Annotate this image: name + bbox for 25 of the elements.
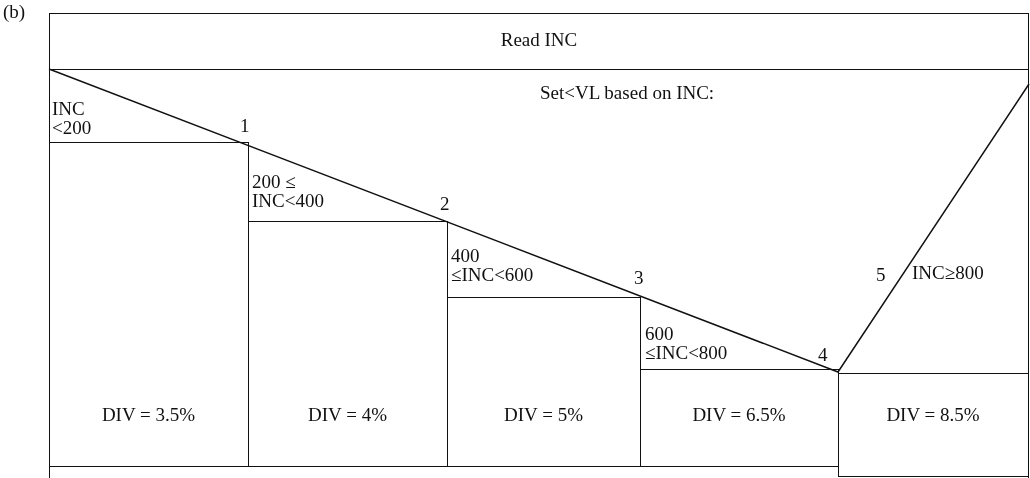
case-condition: INC≥800 [912, 263, 984, 282]
process-box [837, 372, 1029, 477]
statement-text: DIV = 3.5% [100, 404, 197, 425]
case-number: 3 [634, 268, 644, 287]
case-condition: 200 ≤ INC<400 [252, 172, 325, 210]
statement-text: Read INC [499, 30, 579, 50]
case-condition: INC <200 [52, 99, 93, 137]
process-box [48, 141, 249, 467]
case-heading: Set<VL based on INC: [540, 83, 715, 103]
case-condition: 600 ≤INC<800 [645, 324, 729, 362]
statement-text: DIV = 5% [503, 404, 584, 425]
statement-text: DIV = 6.5% [691, 404, 787, 425]
case-number: 5 [876, 265, 886, 284]
statement-text: DIV = 8.5% [885, 404, 981, 425]
process-box [247, 220, 448, 467]
case-condition: 400 ≤INC<600 [451, 246, 535, 284]
process-box [639, 368, 839, 467]
case-block [49, 69, 1029, 478]
statement-text: DIV = 4% [307, 404, 388, 425]
case-number: 2 [440, 194, 450, 213]
panel-label: (b) [3, 2, 26, 21]
case-number: 1 [240, 116, 250, 135]
process-box [446, 296, 641, 467]
case-number: 4 [818, 345, 828, 364]
process-box [49, 13, 1029, 70]
